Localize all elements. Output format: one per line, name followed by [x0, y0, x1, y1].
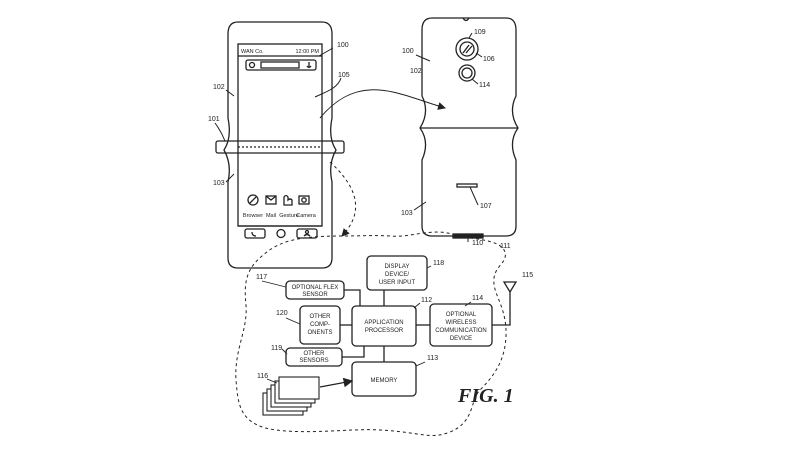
ref-100-back: 100 [402, 48, 414, 55]
ref-leaders-diagram [261, 265, 472, 384]
other-comp-line-1: OTHER [310, 314, 332, 320]
phone-front-text: WAN Co. 12:00 PM Browser Mail Gesture Ca… [241, 49, 319, 219]
flex-line-2: SENSOR [302, 292, 328, 298]
figure-label-group: FIG. 1 [457, 385, 514, 407]
block-texts: DISPLAY DEVICE/ USER INPUT OPTIONAL FLEX… [292, 264, 487, 384]
ref-115: 115 [522, 272, 533, 279]
mic-icon [306, 62, 312, 69]
display-line-1: DISPLAY [385, 264, 410, 270]
gesture-icon [283, 194, 293, 206]
stacked-documents-icon [262, 376, 320, 416]
ref-105: 105 [338, 72, 350, 79]
ref-103-back: 103 [401, 210, 413, 217]
nav-contacts-button [296, 228, 318, 239]
app-label-browser: Browser [243, 213, 263, 219]
phone-back [419, 17, 519, 239]
wireless-line-3: COMMUNICATION [435, 328, 487, 334]
camera-icon [298, 195, 310, 205]
other-sensors-line-2: SENSORS [299, 358, 328, 364]
speaker-grille [456, 183, 478, 188]
flash-outer [458, 64, 476, 82]
other-comp-line-2: COMP- [310, 322, 330, 328]
browser-icon [247, 194, 259, 206]
camera-lens-outer [455, 37, 479, 61]
wireless-line-2: WIRELESS [445, 320, 476, 326]
search-bar [245, 59, 317, 71]
ref-101: 101 [208, 116, 220, 123]
flash-inner [461, 67, 473, 79]
ref-102-back: 102 [410, 68, 422, 75]
ref-119: 119 [271, 345, 282, 352]
app-proc-line-2: PROCESSOR [365, 328, 404, 334]
display-line-2: DEVICE/ [385, 272, 409, 278]
phone-front-outline [223, 21, 337, 269]
ref-109: 109 [474, 29, 486, 36]
ref-102-front: 102 [213, 84, 225, 91]
flex-line-1: OPTIONAL FLEX [292, 285, 339, 291]
display-device-box [366, 255, 428, 291]
display-line-3: USER INPUT [379, 280, 416, 286]
top-notch [462, 17, 470, 22]
ref-107: 107 [480, 203, 492, 210]
reference-numerals: 100 105 102 101 103 100 102 109 106 114 … [208, 29, 533, 380]
ref-117: 117 [256, 274, 267, 281]
figure-label: FIG. 1 [457, 385, 514, 407]
ref-110: 110 [472, 240, 483, 247]
app-label-mail: Mail [266, 213, 276, 219]
nav-home-button [276, 228, 286, 239]
ref-118: 118 [433, 260, 444, 267]
ref-116: 116 [257, 373, 268, 380]
hinge [215, 140, 345, 154]
app-icons [247, 194, 310, 206]
wireless-line-1: OPTIONAL [446, 312, 477, 318]
app-label-camera: Camera [296, 213, 317, 219]
system-boundary [235, 231, 507, 436]
memory-label: MEMORY [371, 378, 398, 384]
leader-lines [214, 32, 483, 242]
antenna-icon [492, 281, 518, 326]
other-sensors-line-1: OTHER [304, 351, 326, 357]
app-label-gesture: Gesture [279, 213, 299, 219]
nav-phone-button [244, 228, 266, 239]
ref-114-diagram: 114 [472, 295, 483, 302]
ref-100-front: 100 [337, 42, 349, 49]
wireless-line-4: DEVICE [450, 336, 472, 342]
mail-icon [265, 195, 277, 205]
clock-label: 12:00 PM [295, 49, 319, 55]
ref-103-front: 103 [213, 180, 225, 187]
connectors [340, 281, 518, 362]
search-icon [248, 61, 256, 69]
ref-120: 120 [276, 310, 288, 317]
ref-114-back: 114 [479, 82, 490, 89]
app-proc-line-1: APPLICATION [364, 320, 403, 326]
ref-111: 111 [500, 243, 511, 250]
camera-lens-inner [459, 41, 475, 57]
phone-back-outline [419, 17, 519, 237]
application-processor-box [351, 305, 417, 347]
ref-112: 112 [421, 297, 432, 304]
carrier-label: WAN Co. [241, 49, 264, 55]
ref-106: 106 [483, 56, 495, 63]
ref-113: 113 [427, 355, 438, 362]
other-comp-line-3: ONENTS [307, 330, 332, 336]
phone-front [215, 21, 345, 269]
